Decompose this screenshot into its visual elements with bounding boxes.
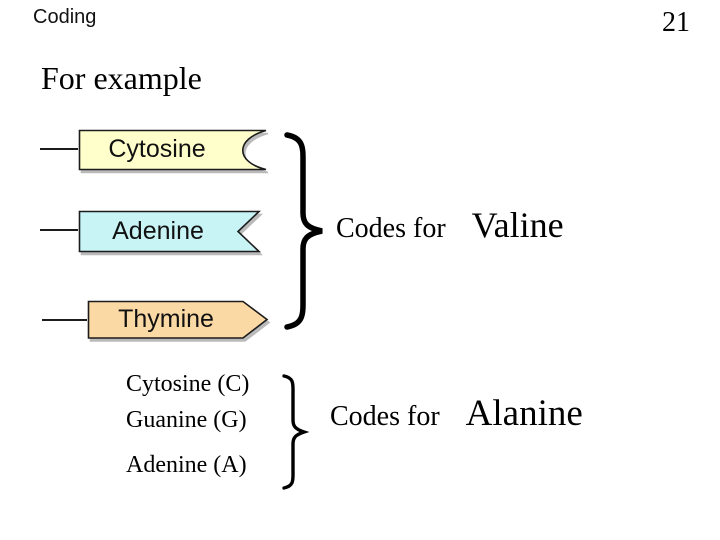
base-tab-adenine: Adenine	[78, 210, 263, 256]
page-number: 21	[662, 7, 690, 38]
list-item-adenine: Adenine (A)	[126, 452, 247, 478]
curly-brace-icon	[284, 132, 323, 330]
codes-for-row-valine: Codes for Valine	[336, 205, 564, 246]
base-label-cytosine: Cytosine	[108, 135, 206, 163]
list-item-cytosine: Cytosine (C)	[126, 371, 250, 397]
heading: For example	[41, 60, 202, 96]
leader-line	[40, 148, 78, 150]
thymine-shape	[87, 300, 269, 339]
base-tab-cytosine: Cytosine	[78, 129, 270, 174]
base-tab-thymine: Thymine	[87, 300, 271, 343]
curly-brace-path	[284, 132, 323, 330]
leader-line	[42, 319, 87, 321]
amino-acid-alanine: Alanine	[465, 393, 583, 434]
cytosine-shape	[78, 129, 267, 171]
codes-for-label: Codes for	[330, 401, 440, 432]
list-item-guanine: Guanine (G)	[126, 407, 247, 433]
base-label-thymine: Thymine	[118, 305, 214, 333]
adenine-shape	[78, 210, 261, 253]
curly-brace-icon	[282, 374, 310, 490]
leader-line	[40, 229, 78, 231]
slide-title: Coding	[33, 6, 97, 28]
amino-acid-valine: Valine	[471, 205, 564, 245]
base-label-adenine: Adenine	[112, 216, 204, 245]
round-notch-shape	[78, 129, 267, 171]
arrow-point-shape	[87, 300, 269, 339]
codes-for-label: Codes for	[336, 213, 446, 244]
codes-for-row-alanine: Codes for Alanine	[330, 393, 583, 435]
curly-brace-path	[282, 374, 310, 490]
chevron-notch-shape	[78, 210, 261, 253]
